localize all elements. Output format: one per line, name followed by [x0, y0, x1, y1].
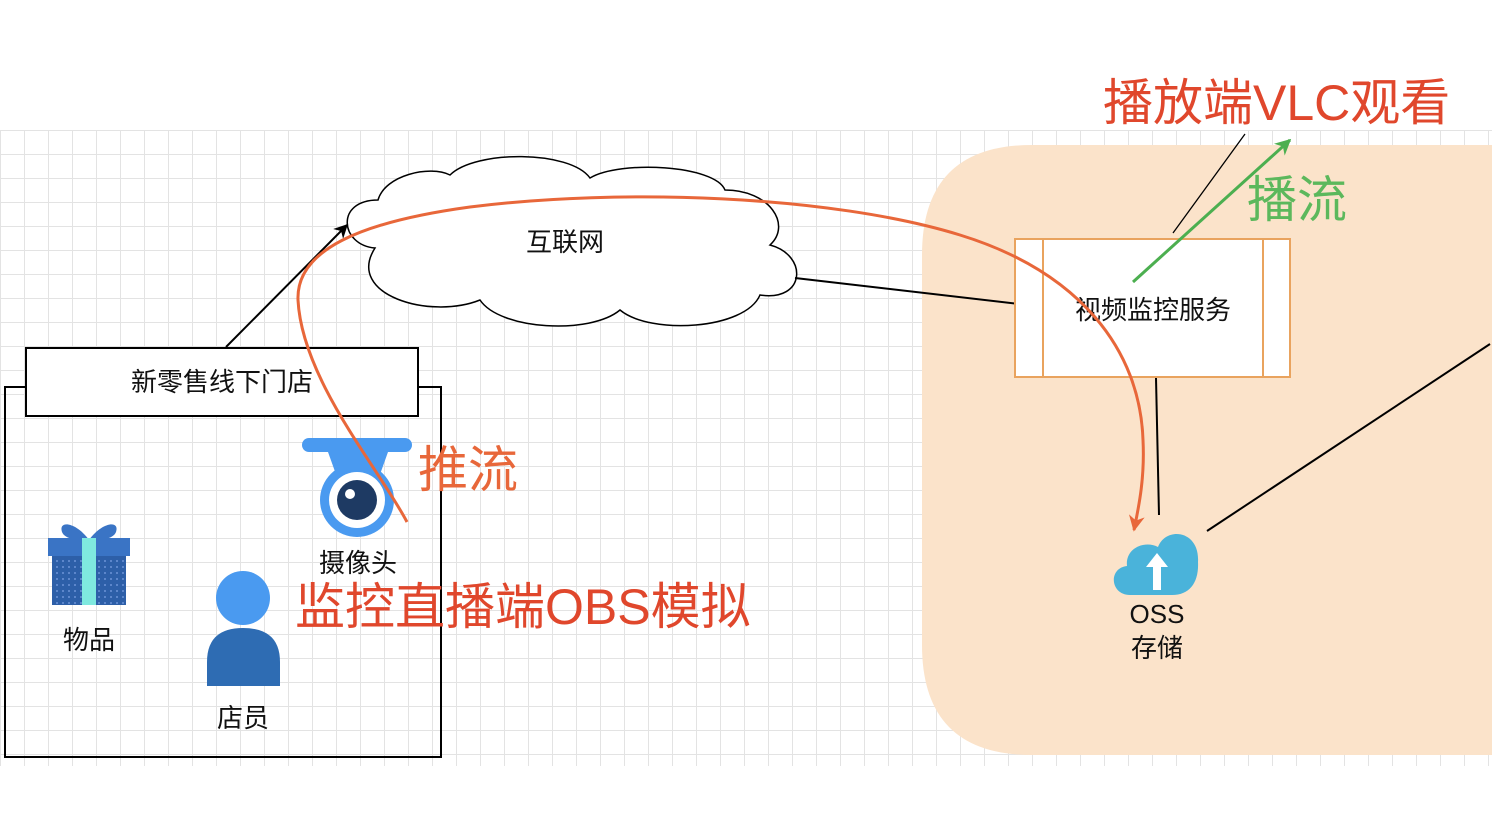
play-stream-arrow	[1131, 138, 1292, 284]
obs-client-annotation: 监控直播端OBS模拟	[295, 579, 751, 635]
camera-icon	[302, 438, 412, 537]
push-stream-annotation: 推流	[418, 442, 518, 498]
staff-label: 店员	[217, 703, 269, 733]
vlc-player-annotation: 播放端VLC观看	[1103, 75, 1450, 131]
push-stream-curve	[296, 195, 1145, 532]
vlc-callout-line	[1172, 133, 1246, 234]
gift-icon	[48, 524, 130, 605]
play-stream-annotation: 播流	[1247, 172, 1347, 228]
person-icon	[207, 571, 280, 686]
store-title-box: 新零售线下门店	[25, 347, 419, 417]
video-service-box: 视频监控服务	[1014, 238, 1291, 378]
internet-to-service-arrow	[794, 277, 1038, 312]
cloud-upload-icon	[1113, 533, 1199, 595]
cloud-region	[922, 145, 1492, 755]
internet-label: 互联网	[526, 227, 604, 257]
service-to-oss-line	[1155, 377, 1160, 516]
oss-label: OSS	[1130, 599, 1185, 629]
video-service-label: 视频监控服务	[1075, 295, 1231, 325]
goods-label: 物品	[63, 625, 115, 655]
store-to-internet-arrow	[225, 224, 348, 348]
camera-label: 摄像头	[319, 548, 397, 578]
internet-cloud-shape	[346, 155, 798, 327]
oss-to-right-line	[1206, 343, 1491, 532]
storage-label: 存储	[1131, 633, 1183, 663]
store-label: 新零售线下门店	[131, 367, 313, 397]
